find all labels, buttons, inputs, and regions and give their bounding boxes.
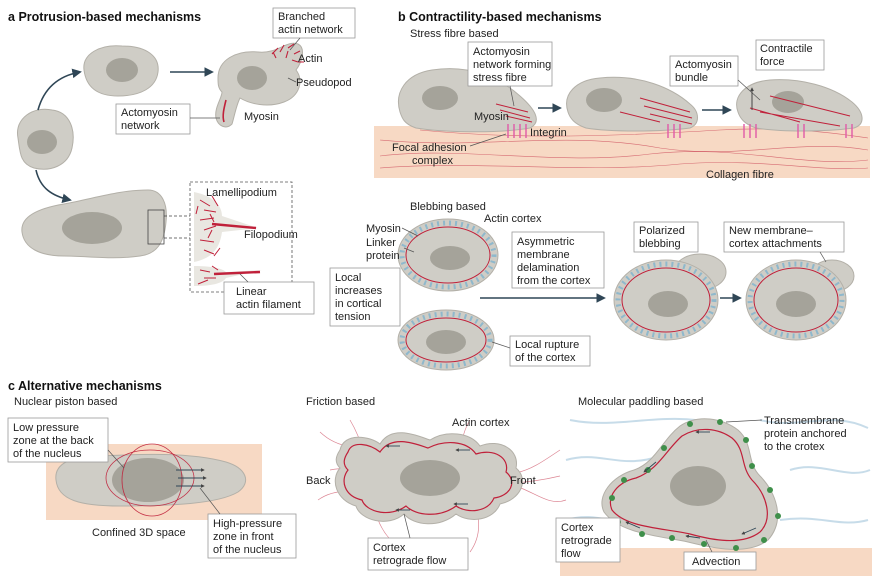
arrow-to-lamellipod — [36, 170, 70, 200]
svg-text:Actomyosin: Actomyosin — [121, 107, 178, 119]
svg-text:Low pressure: Low pressure — [13, 422, 79, 434]
label-focal-adhesion-1: Focal adhesion — [392, 142, 467, 154]
label-confined: Confined 3D space — [92, 527, 186, 539]
label-focal-adhesion-2: complex — [412, 155, 453, 167]
panel-b: b Contractility-based mechanisms Stress … — [330, 10, 870, 370]
svg-text:in cortical: in cortical — [335, 298, 381, 310]
blebbing-subtitle: Blebbing based — [410, 201, 486, 213]
panel-c: c Alternative mechanisms Nuclear piston … — [8, 379, 872, 576]
svg-text:of the cortex: of the cortex — [515, 352, 576, 364]
label-back: Back — [306, 475, 331, 487]
svg-text:bundle: bundle — [675, 72, 708, 84]
panel-b-heading: b Contractility-based mechanisms — [398, 10, 602, 24]
svg-text:blebbing: blebbing — [639, 238, 681, 250]
svg-text:New membrane–: New membrane– — [729, 225, 814, 237]
svg-text:Actomyosin: Actomyosin — [473, 46, 530, 58]
label-asymmetric: Asymmetric membrane delamination from th… — [512, 232, 604, 288]
svg-text:network: network — [121, 120, 160, 132]
svg-text:of the nucleus: of the nucleus — [213, 544, 282, 556]
svg-text:actin network: actin network — [278, 24, 343, 36]
svg-text:retrograde flow: retrograde flow — [373, 555, 446, 567]
label-myosin-b: Myosin — [474, 111, 509, 123]
label-new-membrane: New membrane– cortex attachments — [724, 222, 844, 262]
label-filopodium: Filopodium — [244, 229, 298, 241]
label-pseudopod: Pseudopod — [296, 77, 352, 89]
paddling-cell — [602, 419, 781, 551]
svg-text:protein anchored: protein anchored — [764, 428, 847, 440]
svg-text:flow: flow — [561, 548, 581, 560]
panel-a-heading: a Protrusion-based mechanisms — [8, 10, 201, 24]
paddling-subtitle: Molecular paddling based — [578, 396, 703, 408]
svg-text:Cortex: Cortex — [373, 542, 406, 554]
label-collagen: Collagen fibre — [706, 169, 774, 181]
panel-a: a Protrusion-based mechanisms Branched a… — [8, 8, 355, 314]
label-polarized: Polarized blebbing — [634, 222, 698, 252]
svg-text:zone at the back: zone at the back — [13, 435, 94, 447]
label-branched: Branched actin network — [273, 8, 355, 50]
piston-subtitle: Nuclear piston based — [14, 396, 117, 408]
bleb-cell-3 — [614, 254, 726, 340]
round-cell — [17, 109, 73, 169]
label-linear-filament: Linear actin filament — [224, 274, 314, 314]
svg-text:Asymmetric: Asymmetric — [517, 236, 575, 248]
panel-c-heading: c Alternative mechanisms — [8, 379, 162, 393]
arrow-to-pseudopod — [38, 72, 80, 110]
label-actomyosin-network: Actomyosin network — [116, 104, 220, 134]
label-linker-2: protein — [366, 250, 400, 262]
svg-text:Local rupture: Local rupture — [515, 339, 579, 351]
svg-text:Linear: Linear — [236, 286, 267, 298]
svg-text:High-pressure: High-pressure — [213, 518, 282, 530]
bleb-cell-4 — [746, 260, 854, 340]
svg-text:Local: Local — [335, 272, 361, 284]
svg-text:Advection: Advection — [692, 556, 740, 568]
svg-text:of the nucleus: of the nucleus — [13, 448, 82, 460]
label-local-increases: Local increases in cortical tension — [330, 268, 400, 326]
svg-text:Contractile: Contractile — [760, 43, 813, 55]
cell-pre-protrusion — [84, 46, 158, 96]
stress-cell-3 — [737, 80, 862, 131]
svg-text:zone in front: zone in front — [213, 531, 274, 543]
svg-text:increases: increases — [335, 285, 383, 297]
friction-subtitle: Friction based — [306, 396, 375, 408]
label-linker-1: Linker — [366, 237, 396, 249]
svg-text:Polarized: Polarized — [639, 225, 685, 237]
label-integrin: Integrin — [530, 127, 567, 139]
svg-text:tension: tension — [335, 311, 370, 323]
label-front: Front — [510, 475, 536, 487]
cell-lamellipodium — [22, 190, 190, 258]
label-actin: Actin — [298, 53, 322, 65]
svg-text:network forming: network forming — [473, 59, 551, 71]
label-low-pressure: Low pressure zone at the back of the nuc… — [8, 418, 124, 468]
svg-text:stress fibre: stress fibre — [473, 72, 527, 84]
label-myosin-a: Myosin — [244, 111, 279, 123]
label-actin-cortex-b: Actin cortex — [484, 213, 542, 225]
label-friction-actin: Actin cortex — [452, 417, 510, 429]
bleb-cell-1 — [398, 219, 498, 291]
svg-text:force: force — [760, 56, 784, 68]
svg-text:delamination: delamination — [517, 262, 579, 274]
label-bleb-myosin: Myosin — [366, 223, 401, 235]
svg-text:Actomyosin: Actomyosin — [675, 59, 732, 71]
svg-text:retrograde: retrograde — [561, 535, 612, 547]
stress-fibre-subtitle: Stress fibre based — [410, 28, 499, 40]
svg-text:membrane: membrane — [517, 249, 570, 261]
svg-text:from the cortex: from the cortex — [517, 275, 591, 287]
bleb-cell-2 — [398, 310, 494, 370]
label-local-rupture: Local rupture of the cortex — [492, 336, 590, 366]
label-lamellipodium: Lamellipodium — [206, 187, 277, 199]
svg-text:Branched: Branched — [278, 11, 325, 23]
label-cortex-flow-2: Cortex retrograde flow — [556, 518, 620, 562]
svg-text:Transmembrane: Transmembrane — [764, 415, 844, 427]
svg-text:Cortex: Cortex — [561, 522, 594, 534]
svg-text:to the crotex: to the crotex — [764, 441, 825, 453]
svg-text:actin filament: actin filament — [236, 299, 301, 311]
svg-text:cortex attachments: cortex attachments — [729, 238, 822, 250]
